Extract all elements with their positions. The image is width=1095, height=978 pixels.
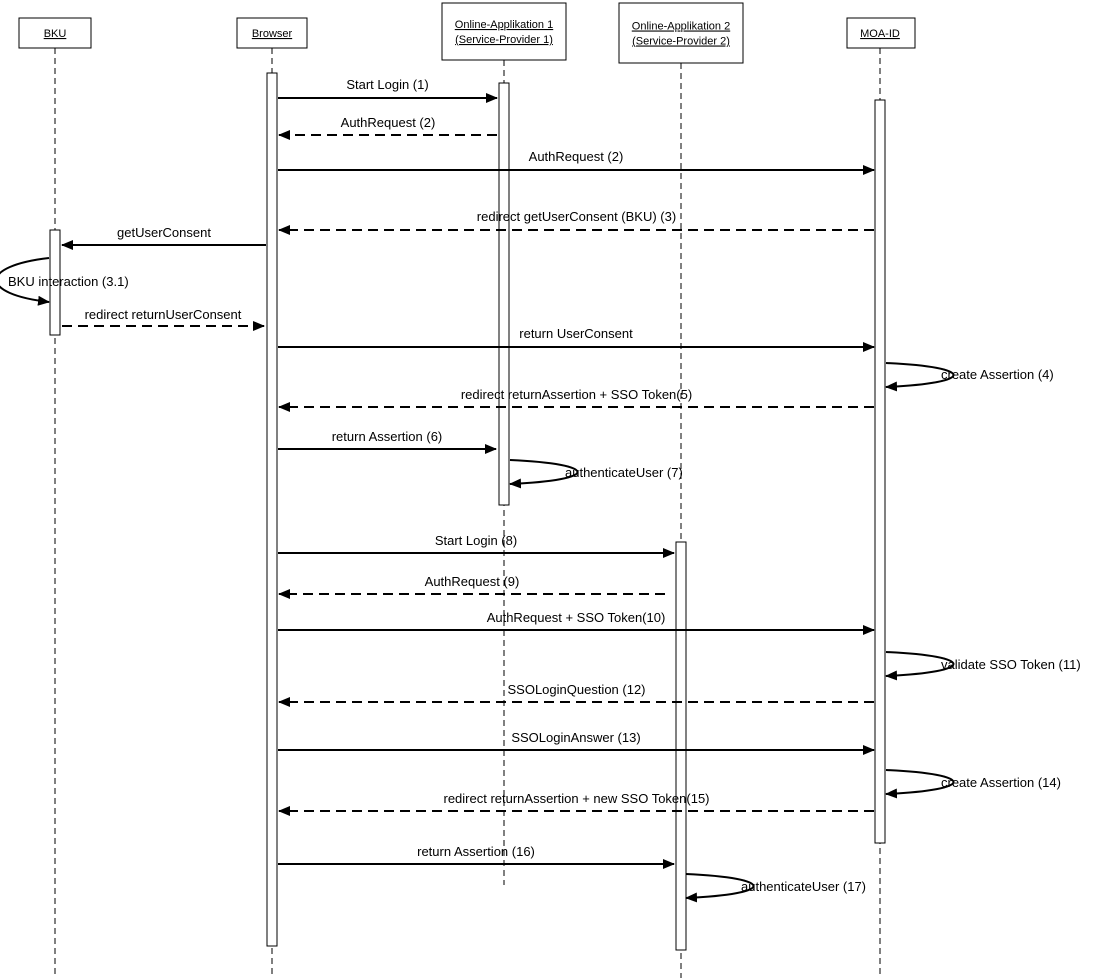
participant-box-oa1	[441, 2, 567, 61]
participant-label-browser: Browser	[252, 28, 293, 40]
participant-label-moa: MOA-ID	[860, 28, 900, 40]
participant-box-bku	[18, 17, 92, 49]
message-label: return Assertion (6)	[332, 429, 443, 444]
participant-box-moa	[846, 17, 916, 49]
participant-label-oa2: (Service-Provider 2)	[632, 36, 730, 48]
participant-box-oa2	[618, 2, 744, 64]
message-label: getUserConsent	[117, 225, 211, 240]
participant-label-oa2: Online-Applikation 2	[632, 21, 730, 33]
self-message-label: authenticateUser (7)	[565, 465, 683, 480]
activation-bar-oa2	[675, 541, 687, 951]
message-label: AuthRequest (2)	[341, 115, 436, 130]
participant-box-browser	[236, 17, 308, 49]
activation-bar-moa	[874, 99, 886, 844]
message-label: redirect returnAssertion + SSO Token(5)	[461, 387, 692, 402]
message-label: return Assertion (16)	[417, 844, 535, 859]
message-label: SSOLoginAnswer (13)	[511, 730, 640, 745]
self-message-arrow	[0, 257, 50, 306]
participant-label-oa1: Online-Applikation 1	[455, 19, 553, 31]
message-label: redirect getUserConsent (BKU) (3)	[477, 209, 676, 224]
participant-label-bku: BKU	[44, 28, 67, 40]
self-message-arrow	[885, 651, 955, 681]
self-message-label: BKU interaction (3.1)	[8, 274, 129, 289]
message-label: SSOLoginQuestion (12)	[507, 682, 645, 697]
self-message-arrow	[885, 769, 955, 799]
message-label: AuthRequest (2)	[529, 149, 624, 164]
self-message-arrow	[685, 873, 755, 903]
self-message-label: authenticateUser (17)	[741, 879, 866, 894]
message-label: Start Login (8)	[435, 533, 517, 548]
self-message-label: create Assertion (14)	[941, 775, 1061, 790]
self-message-label: create Assertion (4)	[941, 367, 1054, 382]
activation-bar-oa1	[498, 82, 510, 506]
participant-label-oa1: (Service-Provider 1)	[455, 34, 553, 46]
activation-bar-browser	[266, 72, 278, 947]
self-message-label: validate SSO Token (11)	[941, 657, 1081, 672]
message-label: return UserConsent	[519, 326, 633, 341]
self-message-arrow	[509, 459, 579, 489]
self-message-arrow	[885, 362, 955, 392]
message-label: AuthRequest + SSO Token(10)	[487, 610, 666, 625]
activation-bar-bku	[49, 229, 61, 336]
message-label: redirect returnUserConsent	[85, 307, 242, 322]
message-label: Start Login (1)	[346, 77, 428, 92]
message-label: AuthRequest (9)	[425, 574, 520, 589]
message-label: redirect returnAssertion + new SSO Token…	[443, 791, 709, 806]
